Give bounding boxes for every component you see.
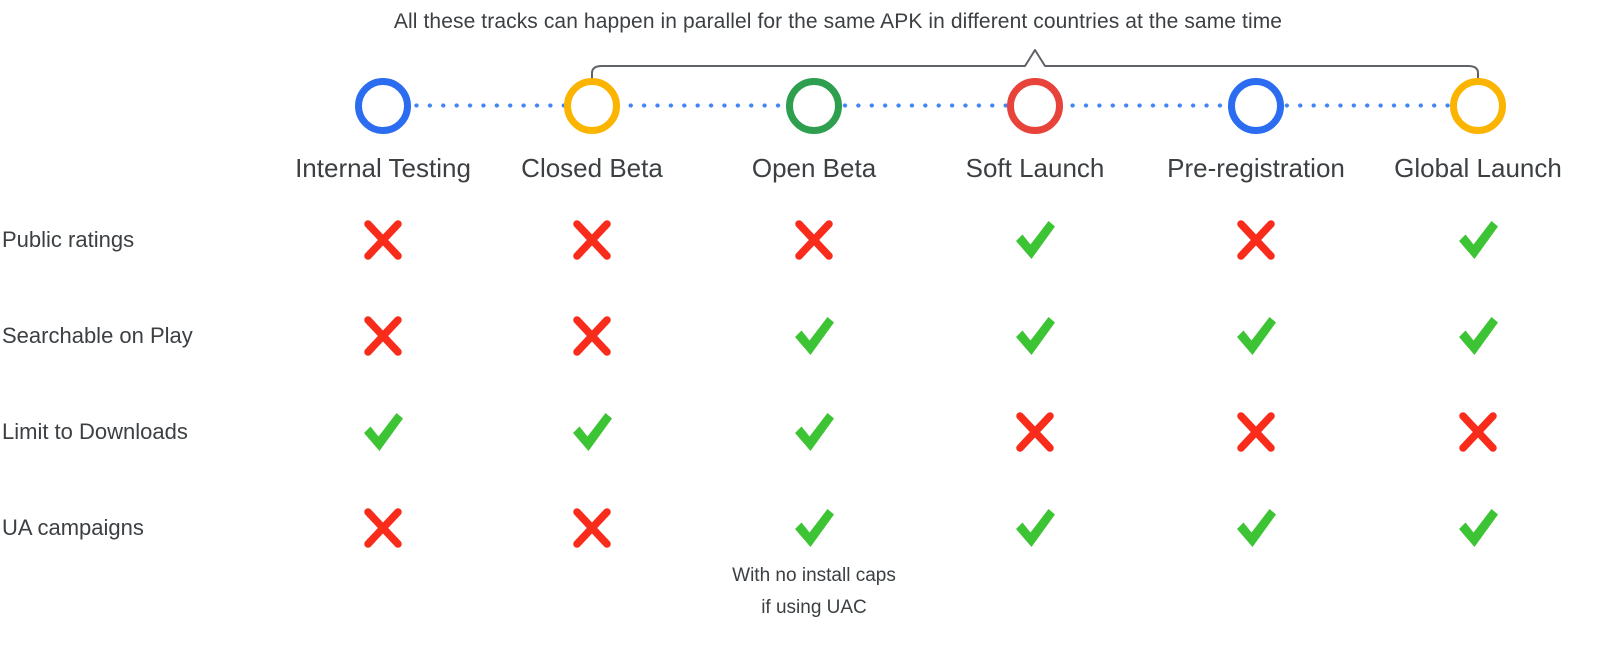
check-icon	[1007, 308, 1063, 364]
cross-icon	[355, 212, 411, 268]
check-icon	[1450, 212, 1506, 268]
timeline-node-global-launch[interactable]	[1450, 78, 1506, 134]
check-icon	[786, 308, 842, 364]
parallel-tracks-caption: All these tracks can happen in parallel …	[0, 10, 1600, 34]
timeline-node-open-beta[interactable]	[786, 78, 842, 134]
cross-icon	[786, 212, 842, 268]
check-icon	[355, 404, 411, 460]
cross-icon	[355, 500, 411, 556]
cross-icon	[1228, 404, 1284, 460]
check-icon	[1228, 308, 1284, 364]
cross-icon	[355, 308, 411, 364]
column-label-closed-beta: Closed Beta	[521, 153, 663, 183]
column-label-pre-registration: Pre-registration	[1167, 153, 1345, 183]
check-icon	[1450, 308, 1506, 364]
parallel-tracks-bracket	[586, 46, 1484, 81]
check-icon	[786, 500, 842, 556]
open-beta-footnote: With no install caps if using UAC	[732, 560, 896, 624]
row-label-ua-campaigns: UA campaigns	[2, 515, 144, 540]
check-icon	[1228, 500, 1284, 556]
column-label-internal-testing: Internal Testing	[295, 153, 471, 183]
release-track-timeline	[0, 78, 1600, 134]
timeline-node-soft-launch[interactable]	[1007, 78, 1063, 134]
cross-icon	[1007, 404, 1063, 460]
footnote-line-1: With no install caps	[732, 565, 896, 586]
timeline-connector	[383, 103, 1479, 108]
cross-icon	[1450, 404, 1506, 460]
column-label-global-launch: Global Launch	[1394, 153, 1562, 183]
cross-icon	[564, 308, 620, 364]
column-label-soft-launch: Soft Launch	[965, 153, 1105, 183]
footnote-line-2: if using UAC	[761, 597, 867, 618]
cross-icon	[1228, 212, 1284, 268]
bracket-icon	[591, 49, 1479, 81]
check-icon	[1450, 500, 1506, 556]
row-label-public-ratings: Public ratings	[2, 227, 135, 252]
cross-icon	[564, 212, 620, 268]
column-label-open-beta: Open Beta	[751, 153, 877, 183]
row-label-searchable-on-play: Searchable on Play	[2, 323, 193, 348]
check-icon	[1007, 500, 1063, 556]
cross-icon	[564, 500, 620, 556]
row-label-limit-to-downloads: Limit to Downloads	[2, 419, 188, 444]
timeline-node-pre-registration[interactable]	[1228, 78, 1284, 134]
check-icon	[786, 404, 842, 460]
check-icon	[564, 404, 620, 460]
timeline-node-internal-testing[interactable]	[355, 78, 411, 134]
timeline-node-closed-beta[interactable]	[564, 78, 620, 134]
parallel-tracks-caption-text: All these tracks can happen in parallel …	[393, 10, 1283, 33]
check-icon	[1007, 212, 1063, 268]
timeline-column-labels: Internal Testing Closed Beta Open Beta S…	[0, 152, 1600, 188]
